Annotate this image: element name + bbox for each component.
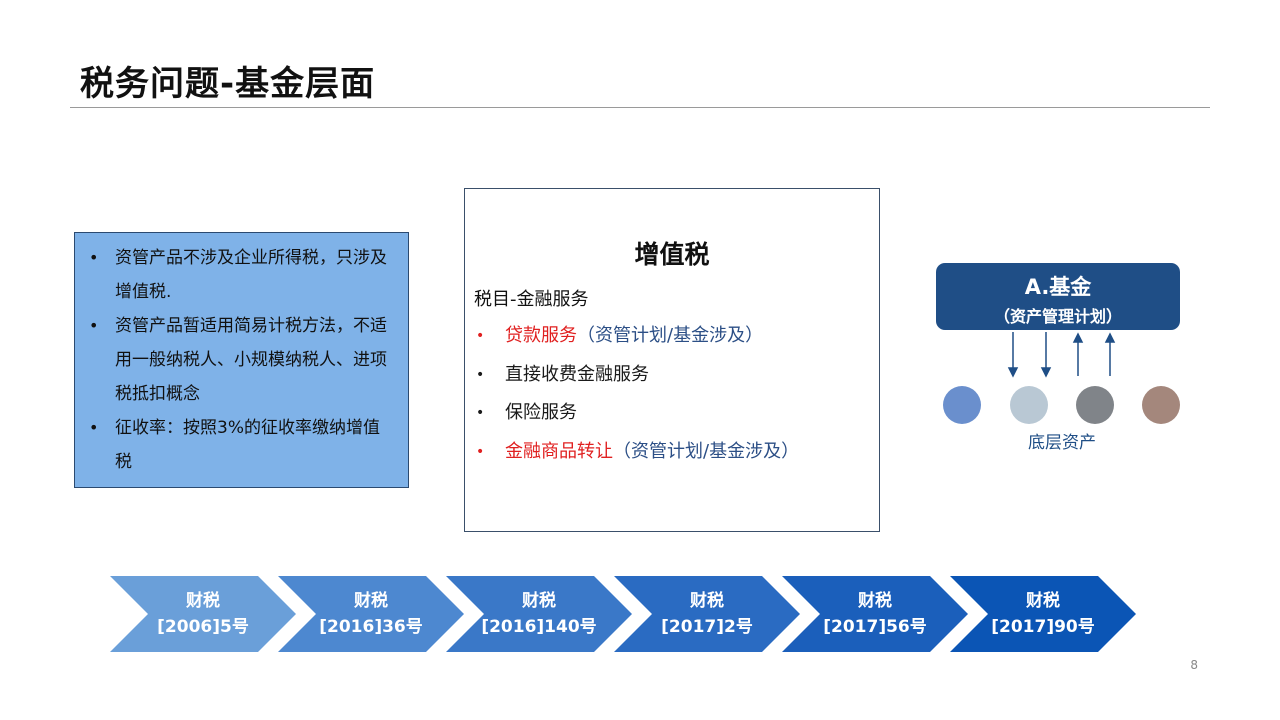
timeline-line1: 财税 (522, 591, 556, 611)
timeline-line1: 财税 (1026, 591, 1060, 611)
vat-service-item: • 直接收费金融服务 (474, 356, 799, 395)
timeline-line2: [2017]2号 (661, 617, 753, 637)
timeline-item: 财税 [2016]36号 (296, 588, 446, 640)
timeline-line2: [2017]90号 (991, 617, 1095, 637)
underlying-assets-label: 底层资产 (1028, 433, 1096, 453)
timeline-chevron (614, 576, 800, 652)
vat-service-list: •贷款服务（资管计划/基金涉及） •直接收费金融服务 •保险服务 •金融商品转让… (474, 317, 799, 471)
underlying-asset-dot (1076, 386, 1114, 424)
summary-item: • 征收率：按照3%的征收率缴纳增值税 (83, 411, 394, 479)
timeline-line1: 财税 (186, 591, 220, 611)
timeline-chevron (950, 576, 1136, 652)
summary-item-text: 资管产品不涉及企业所得税，只涉及增值税. (115, 248, 387, 302)
summary-item: • 资管产品不涉及企业所得税，只涉及增值税. (83, 241, 394, 309)
bullet-icon: • (89, 418, 99, 437)
timeline-item: 财税 [2017]56号 (800, 588, 950, 640)
summary-item: • 资管产品暂适用简易计税方法，不适用一般纳税人、小规模纳税人、进项税抵扣概念 (83, 309, 394, 411)
vat-service-name: 金融商品转让 (505, 440, 613, 462)
timeline-chevrons (110, 576, 1136, 652)
timeline-line2: [2016]36号 (319, 617, 423, 637)
timeline-item: 财税 [2017]90号 (968, 588, 1118, 640)
vat-service-note: （资管计划/基金涉及） (577, 325, 764, 346)
timeline-line2: [2016]140号 (481, 617, 597, 637)
vat-service-note: （资管计划/基金涉及） (613, 440, 800, 462)
timeline-item: 财税 [2016]140号 (464, 588, 614, 640)
timeline-item: 财税 [2006]5号 (128, 588, 278, 640)
timeline-line1: 财税 (690, 591, 724, 611)
timeline-chevron (110, 576, 296, 652)
corporate-tax-summary-box: • 资管产品不涉及企业所得税，只涉及增值税. • 资管产品暂适用简易计税方法，不适用… (74, 232, 409, 488)
bullet-icon: • (476, 405, 485, 421)
timeline-chevron (278, 576, 464, 652)
bullet-icon: • (89, 316, 99, 335)
timeline-line2: [2006]5号 (157, 617, 249, 637)
timeline-item: 财税 [2017]2号 (632, 588, 782, 640)
summary-item-text: 资管产品暂适用简易计税方法，不适用一般纳税人、小规模纳税人、进项税抵扣概念 (115, 316, 387, 404)
bullet-icon: • (476, 443, 485, 460)
fund-subtitle: （资产管理计划） (993, 307, 1122, 326)
page-number: 8 (1190, 658, 1198, 672)
timeline-line1: 财税 (354, 591, 388, 611)
bullet-icon: • (89, 248, 99, 267)
underlying-asset-dot (1010, 386, 1048, 424)
vat-service-item: • 保险服务 (474, 394, 799, 433)
vat-service-item: • 金融商品转让（资管计划/基金涉及） (474, 433, 799, 472)
regulation-timeline: 财税 [2006]5号 财税 [2016]36号 财税 [2016]140号 财税 [2… (110, 576, 1140, 652)
fund-asset-flow-arrows (1007, 332, 1116, 378)
vat-service-name: 贷款服务 (505, 325, 577, 346)
title-divider (70, 107, 1210, 108)
vat-heading: 增值税 (634, 240, 710, 269)
vat-service-name: 保险服务 (505, 402, 577, 423)
page-title: 税务问题-基金层面 (80, 64, 376, 104)
fund-title: A.基金 (1024, 275, 1092, 299)
summary-list: • 资管产品不涉及企业所得税，只涉及增值税. • 资管产品暂适用简易计税方法，不适用… (83, 241, 394, 479)
bullet-icon: • (476, 328, 485, 344)
underlying-asset-dot (943, 386, 981, 424)
vat-box: 增值税 税目-金融服务 •贷款服务（资管计划/基金涉及） •直接收费金融服务 •… (464, 188, 880, 532)
vat-category-label: 税目-金融服务 (474, 289, 589, 310)
timeline-chevron (446, 576, 632, 652)
bullet-icon: • (476, 366, 485, 383)
underlying-asset-dot (1142, 386, 1180, 424)
summary-item-text: 征收率：按照3%的征收率缴纳增值税 (115, 418, 380, 472)
timeline-chevron (782, 576, 968, 652)
vat-service-item: • 贷款服务（资管计划/基金涉及） (474, 317, 799, 356)
timeline-line2: [2017]56号 (823, 617, 927, 637)
timeline-line1: 财税 (858, 591, 892, 611)
vat-service-name: 直接收费金融服务 (505, 363, 649, 385)
fund-box: A.基金 （资产管理计划） (936, 263, 1180, 330)
